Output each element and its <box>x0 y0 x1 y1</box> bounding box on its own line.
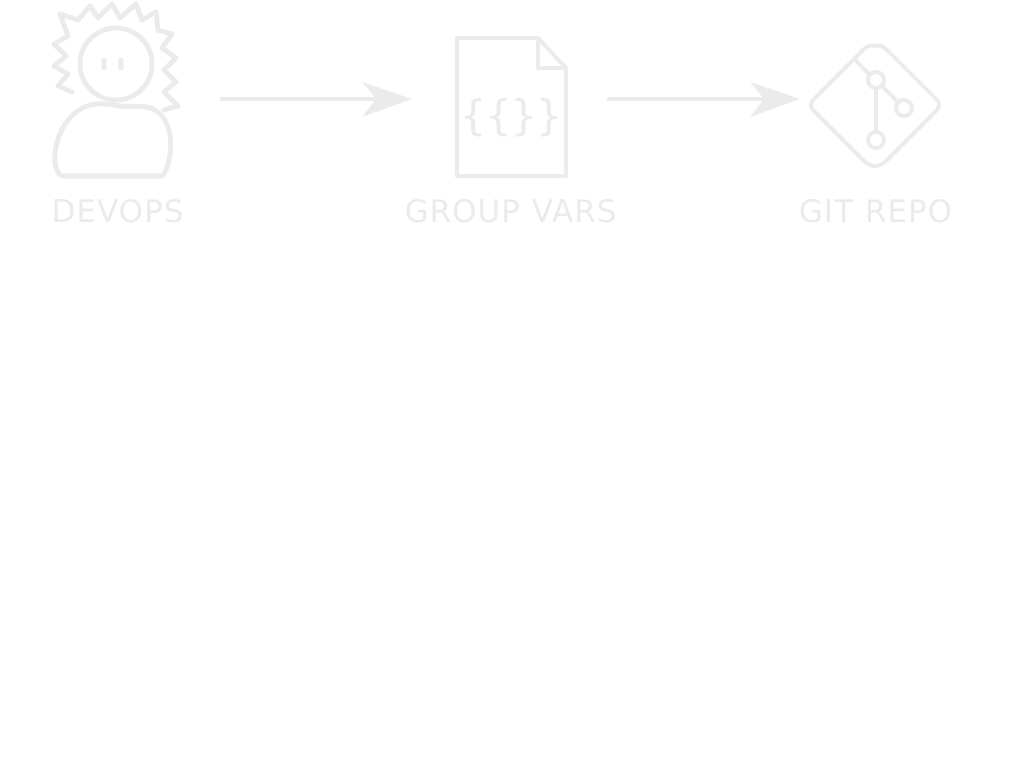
git-icon <box>809 43 941 168</box>
group-vars-label: GROUP VARS <box>404 194 618 230</box>
devops-label: DEVOPS <box>51 194 185 230</box>
json-file-icon <box>455 36 568 178</box>
file-braces-glyph: {{}} <box>460 91 561 140</box>
body-outline <box>52 101 174 179</box>
file-corner-fold <box>536 38 566 70</box>
git-node-bottom <box>866 130 886 150</box>
file-outline <box>455 36 568 178</box>
person-icon <box>51 1 181 179</box>
git-branch-top <box>853 58 872 77</box>
git-branch-right <box>880 84 900 104</box>
face-circle <box>77 25 155 103</box>
git-diamond <box>809 43 941 168</box>
git-node-right <box>894 98 914 118</box>
arrow-devops-to-group-vars <box>220 82 412 117</box>
hair-outline <box>57 1 181 113</box>
arrow-group-vars-to-git-repo <box>607 82 800 117</box>
hair-left <box>51 33 75 95</box>
git-repo-label: GIT REPO <box>798 194 954 230</box>
